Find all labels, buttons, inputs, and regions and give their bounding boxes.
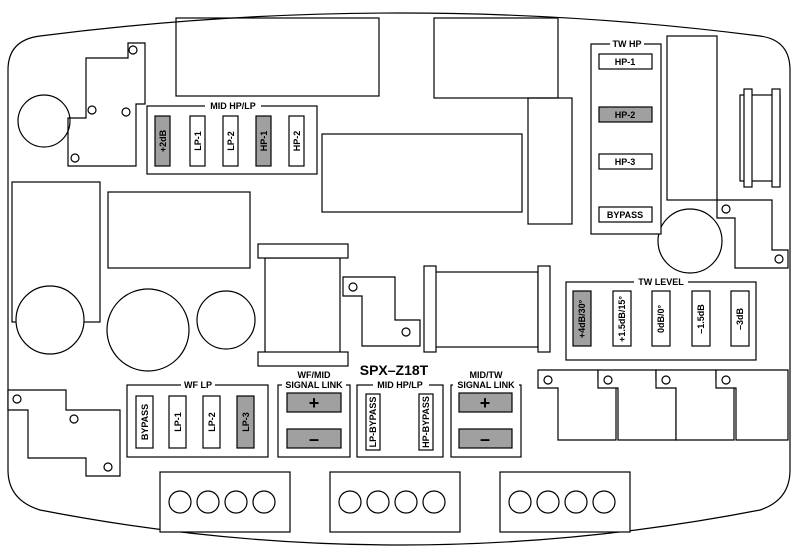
- bracket-hole: [348, 282, 358, 292]
- mid-hplp-top-title: MID HP/LP: [210, 101, 256, 111]
- svg-text:HP-BYPASS: HP-BYPASS: [421, 396, 431, 448]
- inductor-right: [739, 88, 781, 188]
- bracket-center: [342, 276, 421, 347]
- switch-tw-hp-2[interactable]: HP-2: [598, 106, 653, 123]
- bracket-bottom-left: [7, 389, 121, 477]
- switch-mid-lp-2[interactable]: LP-2: [222, 115, 239, 167]
- tw-level-group: TW LEVEL +4dB/30° +1.5dB/15° 0dB/0° –1.5…: [565, 277, 757, 361]
- switch-tw-level-plus4db[interactable]: +4dB/30°: [572, 290, 592, 347]
- svg-text:HP-3: HP-3: [615, 157, 636, 167]
- bracket-hole: [721, 204, 731, 214]
- svg-text:BYPASS: BYPASS: [607, 210, 643, 220]
- bracket-hole: [103, 462, 113, 472]
- svg-text:+2dB: +2dB: [158, 129, 168, 152]
- mid-hplp-top-group: MID HP/LP +2dB LP-1 LP-2 HP-1 HP-2: [146, 101, 318, 175]
- tw-level-title: TW LEVEL: [638, 277, 684, 287]
- svg-text:+1.5dB/15°: +1.5dB/15°: [617, 296, 627, 342]
- capacitor-left-small: [196, 290, 256, 350]
- svg-text:HP-1: HP-1: [615, 57, 636, 67]
- switch-tw-hp-3[interactable]: HP-3: [598, 153, 653, 170]
- capacitor-right: [657, 208, 723, 274]
- svg-text:–3dB: –3dB: [735, 307, 745, 330]
- wf-mid-signal-link-group: WF/MID SIGNAL LINK + –: [277, 369, 351, 458]
- bracket-row-right: [537, 369, 789, 441]
- svg-text:–1.5dB: –1.5dB: [696, 304, 706, 334]
- switch-wf-lp-bypass[interactable]: BYPASS: [135, 395, 154, 449]
- tw-hp-group: TW HP HP-1 HP-2 HP-3 BYPASS: [590, 39, 662, 235]
- switch-mid-hp-2[interactable]: HP-2: [288, 115, 305, 167]
- mid-tw-link-title-1: MID/TW: [470, 370, 503, 380]
- switch-tw-level-minus1p5db[interactable]: –1.5dB: [691, 290, 711, 347]
- mid-tw-link-title-2: SIGNAL LINK: [457, 380, 515, 390]
- inductor-center-left: [257, 243, 349, 367]
- wf-mid-link-title-1: WF/MID: [298, 370, 331, 380]
- component-left-mid-block: [107, 191, 251, 269]
- svg-text:HP-2: HP-2: [615, 110, 636, 120]
- switch-hp-bypass[interactable]: HP-BYPASS: [418, 393, 434, 451]
- component-right-tall-block: [666, 35, 718, 201]
- component-top-mid-block: [433, 17, 559, 99]
- svg-text:–: –: [480, 429, 490, 449]
- switch-tw-hp-bypass[interactable]: BYPASS: [598, 206, 653, 223]
- component-center-block: [321, 133, 523, 213]
- svg-text:+4dB/30°: +4dB/30°: [577, 299, 587, 338]
- svg-text:LP-1: LP-1: [193, 131, 203, 151]
- component-top-left-block: [175, 17, 380, 97]
- switch-lp-bypass[interactable]: LP-BYPASS: [365, 393, 381, 451]
- switch-mid-plus2db[interactable]: +2dB: [154, 115, 171, 167]
- svg-text:0dB/0°: 0dB/0°: [656, 305, 666, 334]
- inductor-center-right: [423, 265, 551, 353]
- terminal-block-right: [499, 471, 631, 533]
- switch-wf-lp-1[interactable]: LP-1: [168, 395, 187, 449]
- bracket-hole: [87, 105, 97, 115]
- terminal-block-left: [159, 471, 291, 533]
- wf-lp-title: WF LP: [184, 380, 212, 390]
- terminal-block-center: [329, 471, 461, 533]
- capacitor-left-large: [106, 288, 190, 372]
- svg-text:HP-1: HP-1: [259, 131, 269, 152]
- board-model-label: SPX–Z18T: [360, 362, 429, 378]
- component-vertical-block: [527, 97, 573, 225]
- wf-mid-minus-button[interactable]: –: [286, 428, 342, 449]
- wf-lp-group: WF LP BYPASS LP-1 LP-2 LP-3: [126, 380, 269, 458]
- switch-tw-level-minus3db[interactable]: –3dB: [730, 290, 750, 347]
- capacitor-left-edge: [15, 285, 85, 355]
- switch-tw-hp-1[interactable]: HP-1: [598, 53, 653, 70]
- svg-text:LP-3: LP-3: [241, 412, 251, 432]
- wf-mid-plus-button[interactable]: +: [286, 392, 342, 413]
- svg-text:BYPASS: BYPASS: [140, 404, 150, 440]
- bracket-hole: [401, 327, 411, 337]
- bracket-hole: [128, 45, 138, 55]
- switch-tw-level-0db[interactable]: 0dB/0°: [651, 290, 671, 347]
- capacitor-top-left: [17, 94, 71, 148]
- svg-text:LP-BYPASS: LP-BYPASS: [368, 397, 378, 448]
- mid-tw-minus-button[interactable]: –: [458, 428, 513, 449]
- svg-text:LP-1: LP-1: [173, 412, 183, 432]
- mid-tw-signal-link-group: MID/TW SIGNAL LINK + –: [450, 369, 522, 458]
- svg-text:+: +: [480, 393, 491, 413]
- svg-text:+: +: [309, 393, 320, 413]
- wf-mid-link-title-2: SIGNAL LINK: [285, 380, 343, 390]
- bracket-hole: [774, 254, 784, 264]
- switch-wf-lp-3[interactable]: LP-3: [236, 395, 255, 449]
- switch-mid-lp-1[interactable]: LP-1: [189, 115, 206, 167]
- switch-wf-lp-2[interactable]: LP-2: [202, 395, 221, 449]
- mid-tw-plus-button[interactable]: +: [458, 392, 513, 413]
- bracket-top-left: [67, 42, 146, 167]
- switch-mid-hp-1[interactable]: HP-1: [255, 115, 272, 167]
- mid-hplp-bottom-group: MID HP/LP LP-BYPASS HP-BYPASS: [356, 380, 444, 458]
- bracket-hole: [70, 153, 80, 163]
- switch-tw-level-plus1p5db[interactable]: +1.5dB/15°: [612, 290, 632, 347]
- bracket-hole: [69, 414, 79, 424]
- svg-text:LP-2: LP-2: [207, 412, 217, 432]
- bracket-right: [716, 199, 789, 269]
- svg-text:HP-2: HP-2: [292, 131, 302, 152]
- tw-hp-title: TW HP: [613, 39, 642, 49]
- svg-text:LP-2: LP-2: [226, 131, 236, 151]
- bracket-hole: [121, 107, 131, 117]
- mid-hplp-bottom-title: MID HP/LP: [377, 380, 423, 390]
- svg-text:–: –: [309, 429, 319, 449]
- bracket-hole: [12, 394, 22, 404]
